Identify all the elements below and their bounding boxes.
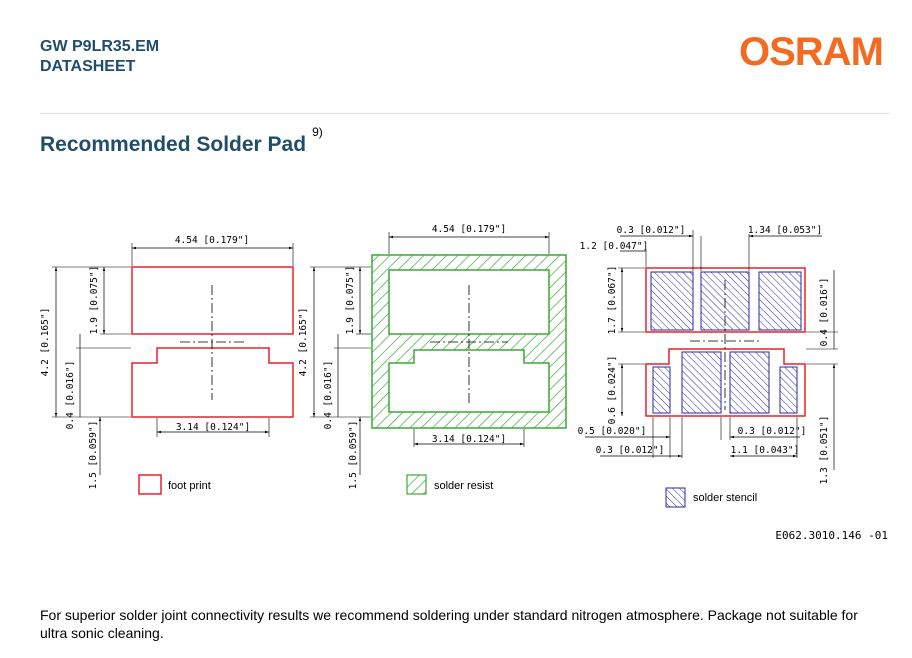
stencil-drawing: 0.3 [0.012"] 1.34 [0.053"] 1.2 [0.047"] …	[578, 225, 838, 484]
stencil-right-height-label: 1.3 [0.051"]	[819, 416, 830, 485]
resist-inner-width-label: 3.14 [0.124"]	[432, 434, 506, 445]
section-title-text: Recommended Solder Pad	[40, 133, 307, 156]
footprint-height-label: 4.2 [0.165"]	[40, 308, 51, 377]
header-divider	[40, 113, 890, 114]
footprint-inner-width-label: 3.14 [0.124"]	[176, 422, 250, 433]
drawing-code: E062.3010.146 -01	[775, 529, 888, 542]
footprint-width-label: 4.54 [0.179"]	[175, 235, 249, 246]
resist-drawing: 4.54 [0.179"] 4.2 [0.165"] 1.9 [0.075"] …	[298, 224, 567, 490]
osram-logo: OSRAM	[739, 30, 884, 74]
footprint-gap-label: 0.4 [0.016"]	[65, 361, 76, 430]
footprint-lower-label: 1.5 [0.059"]	[88, 421, 99, 490]
stencil-right-width-label: 1.1 [0.043"]	[731, 445, 800, 456]
stencil-right-gap-label: 0.4 [0.016"]	[819, 278, 830, 347]
legend: foot print solder resist solder stencil	[138, 474, 757, 508]
footprint-lower-pad	[131, 347, 294, 418]
soldering-note: For superior solder joint connectivity r…	[40, 607, 858, 641]
footprint-upper-pad	[131, 266, 294, 335]
document-type: DATASHEET	[40, 58, 136, 75]
resist-swatch	[406, 474, 427, 495]
section-title: Recommended Solder Pad 9)	[40, 125, 323, 157]
resist-width-label: 4.54 [0.179"]	[432, 224, 506, 235]
stencil-right-small-label: 0.3 [0.012"]	[738, 426, 807, 437]
resist-height-label: 4.2 [0.165"]	[298, 308, 309, 377]
resist-lower-label: 1.5 [0.059"]	[348, 421, 359, 490]
legend-footprint: foot print	[168, 480, 211, 492]
stencil-lower-height-label: 0.6 [0.024"]	[607, 356, 618, 425]
stencil-swatch	[665, 487, 686, 508]
footnote-ref: 9)	[312, 125, 323, 139]
footprint-pad-height-label: 1.9 [0.075"]	[89, 266, 100, 335]
footprint-drawing: 4.54 [0.179"] 4.2 [0.165"] 1.9 [0.075"] …	[40, 235, 294, 490]
stencil-left-width-label: 0.5 [0.020"]	[578, 426, 647, 437]
legend-stencil: solder stencil	[693, 492, 757, 504]
resist-gap-label: 0.4 [0.016"]	[323, 361, 334, 430]
stencil-inner-gap-label: 0.3 [0.012"]	[596, 445, 665, 456]
stencil-upper-height-label: 1.7 [0.067"]	[607, 266, 618, 335]
stencil-top-left-label: 1.2 [0.047"]	[580, 241, 649, 252]
stencil-top-right-label: 1.34 [0.053"]	[748, 225, 822, 236]
legend-resist: solder resist	[434, 480, 493, 492]
footprint-swatch	[138, 474, 162, 495]
resist-pad-height-label: 1.9 [0.075"]	[345, 266, 356, 335]
stencil-top-gap-label: 0.3 [0.012"]	[617, 225, 686, 236]
part-number: GW P9LR35.EM	[40, 38, 160, 55]
